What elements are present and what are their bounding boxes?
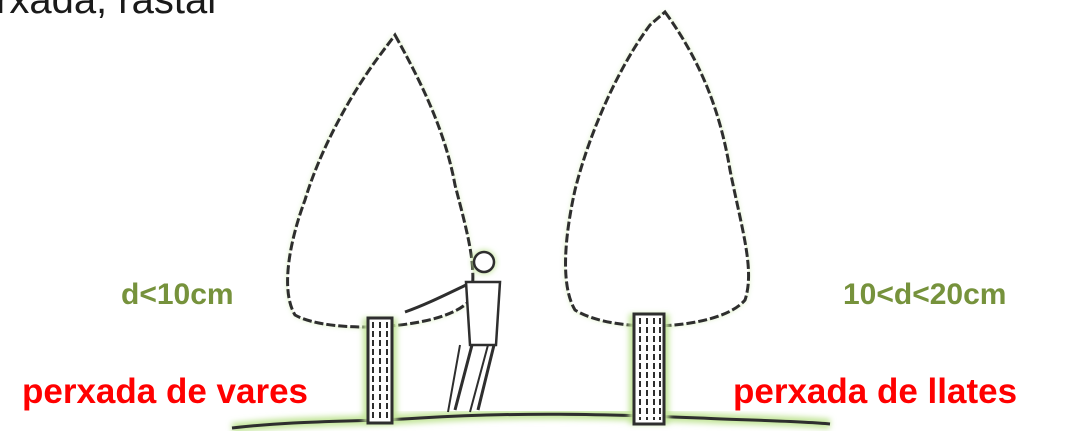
right-tree xyxy=(566,12,749,424)
right-diameter-label: 10<d<20cm xyxy=(843,278,1006,312)
ground-line xyxy=(232,414,830,428)
left-diameter-label: d<10cm xyxy=(121,278,234,312)
left-stand-label: perxada de vares xyxy=(22,372,308,412)
left-tree xyxy=(288,35,473,423)
right-stand-label: perxada de llates xyxy=(733,372,1017,412)
